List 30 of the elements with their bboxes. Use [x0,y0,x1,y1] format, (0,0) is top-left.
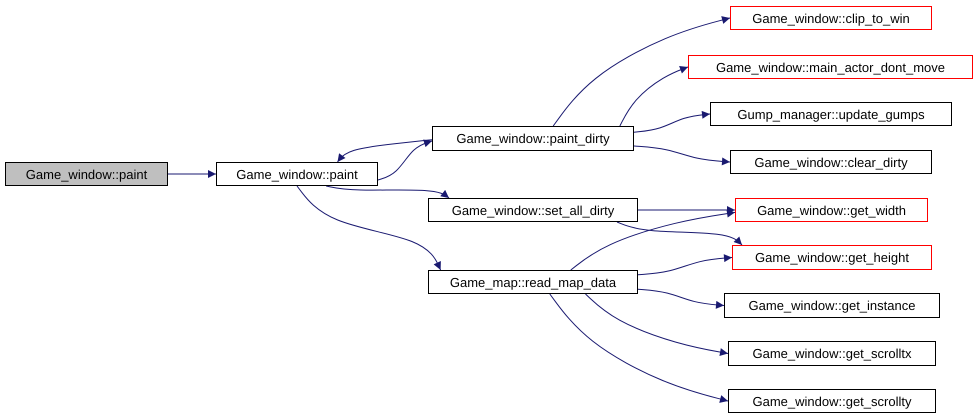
function-box: Game_window::main_actor_dont_move [688,55,973,79]
arrow [296,186,442,270]
arrow [638,288,724,309]
arrow [634,146,730,166]
arrow [168,170,216,178]
arrow [638,206,736,214]
function-box: Game_window::get_scrollty [728,389,936,413]
function-box: Game_window::paint [5,162,168,186]
function-box: Game_window::get_width [735,198,928,222]
arrow [378,140,432,180]
arrow [619,66,688,126]
function-box: Game_window::get_height [732,245,932,270]
arrow [638,254,732,276]
arrow [585,294,728,356]
arrow [549,294,728,403]
function-box: Gump_manager::update_gumps [710,102,952,126]
function-box: Game_window::paint [216,162,378,186]
arrow [337,139,432,162]
function-box: Game_window::get_instance [724,293,940,318]
arrow [552,16,730,126]
function-box: Game_window::set_all_dirty [428,198,638,222]
function-box: Game_window::clip_to_win [730,6,932,30]
arrow [326,186,450,198]
function-box: Game_window::get_scrolltx [728,341,936,366]
arrow [634,110,710,133]
function-box: Game_window::clear_dirty [730,150,932,174]
function-box: Game_window::paint_dirty [432,126,634,151]
arrow [616,222,742,246]
function-box: Game_map::read_map_data [428,270,638,294]
arrow [570,210,736,270]
